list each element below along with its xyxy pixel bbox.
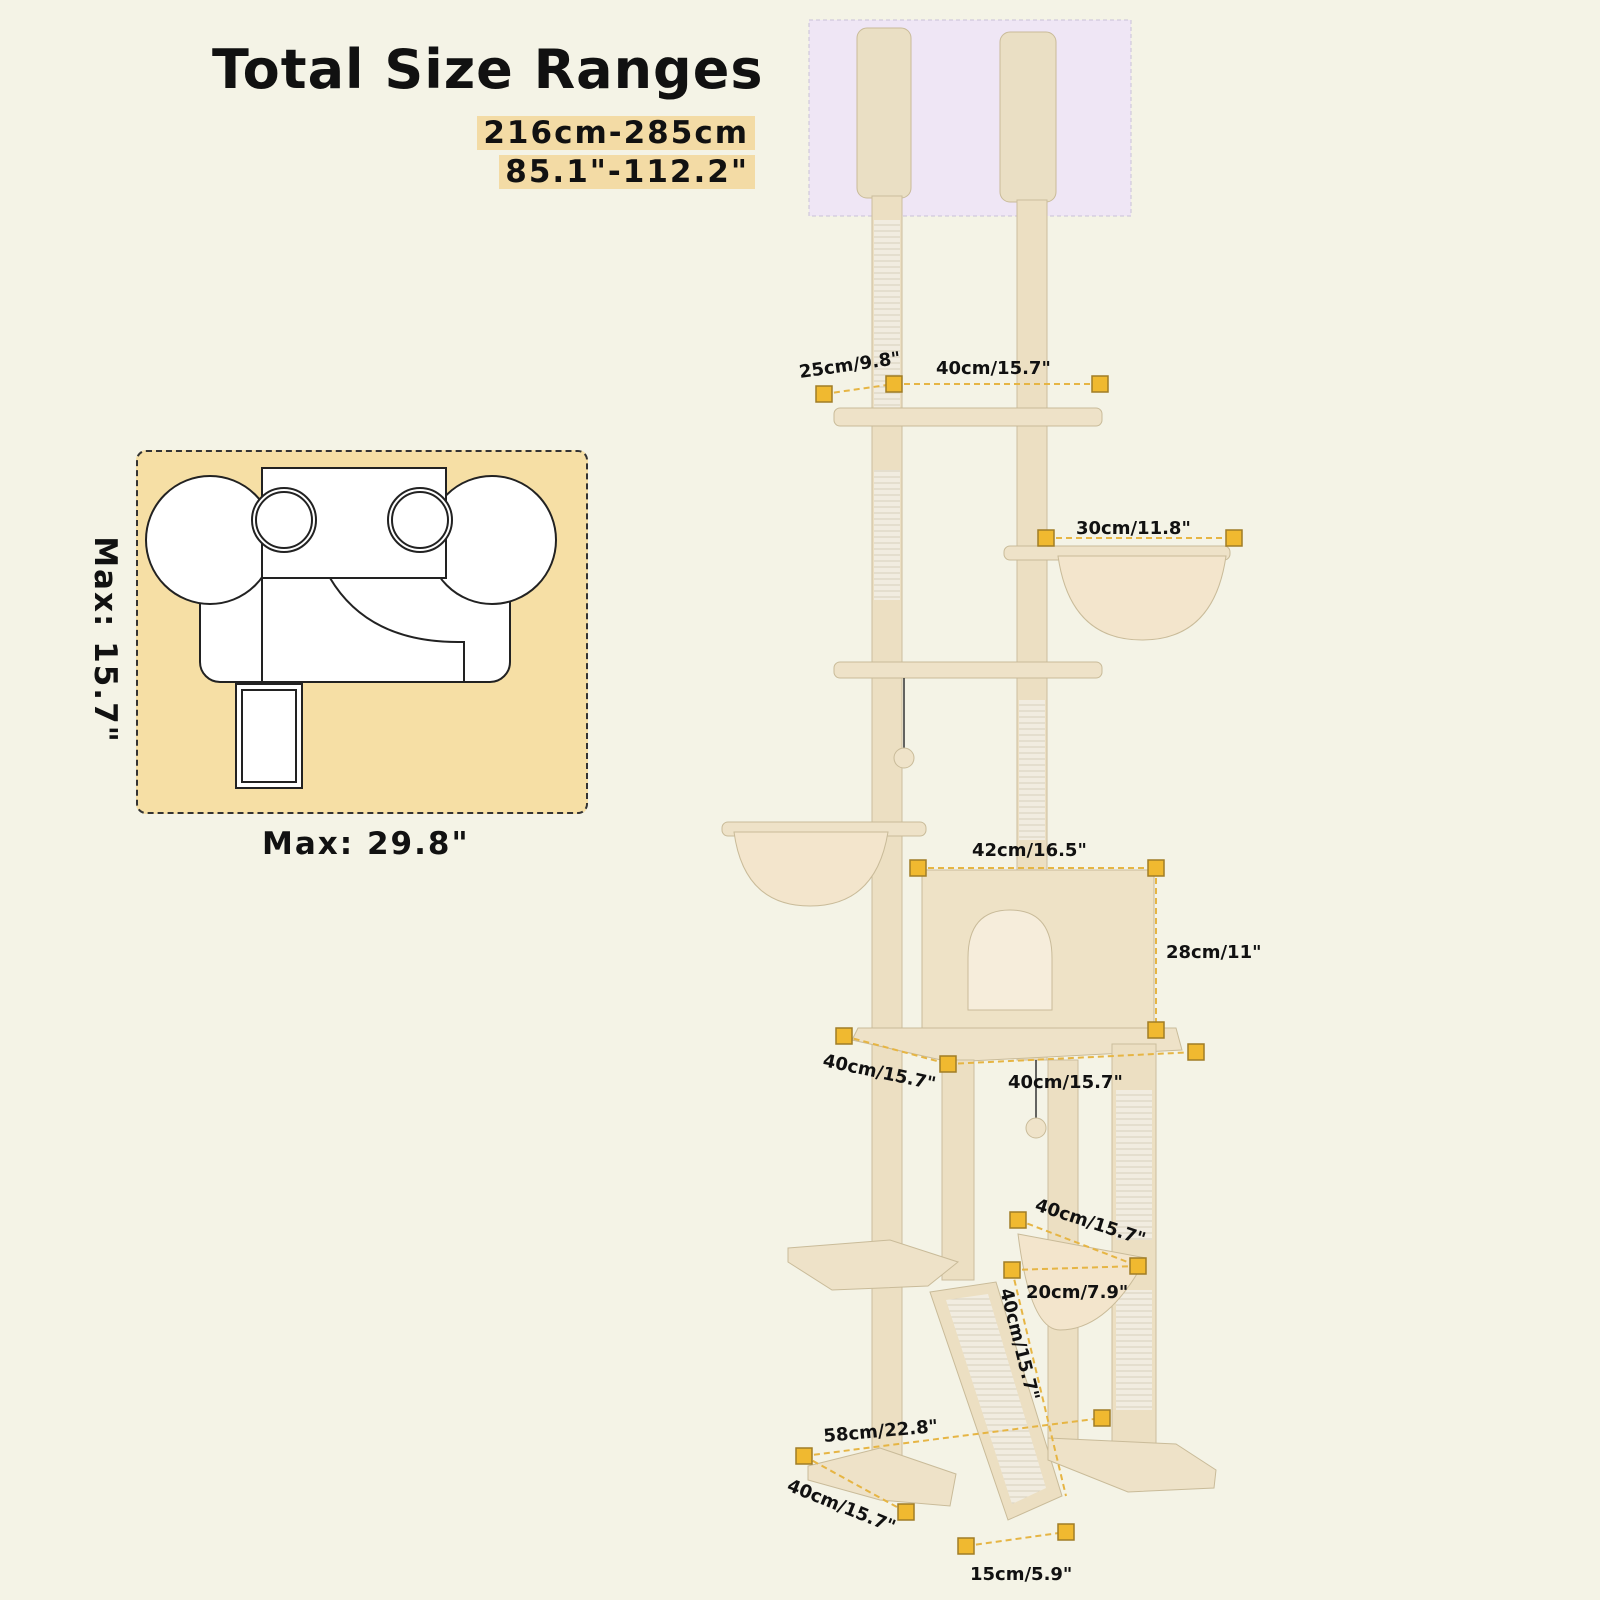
- sisal-wrap: [1116, 1090, 1152, 1240]
- footprint-width-label: Max: 29.8": [262, 826, 470, 862]
- sisal-wrap: [1019, 700, 1045, 840]
- condo-base-width-label: 40cm/15.7": [1008, 1072, 1123, 1093]
- right-ceiling-cap: [999, 31, 1057, 203]
- lower-step-platform: [787, 1239, 960, 1291]
- footprint-top-view: [145, 467, 557, 789]
- hammock-width-label: 20cm/7.9": [1026, 1282, 1128, 1303]
- post-left-shape: [251, 487, 317, 553]
- upper-basket: [1057, 555, 1227, 641]
- left-ceiling-cap: [856, 27, 912, 199]
- post-right-shape: [387, 487, 453, 553]
- left-base: [807, 1447, 957, 1507]
- sisal-wrap: [874, 470, 900, 600]
- lower-basket: [733, 831, 889, 907]
- platform-outline: [261, 577, 465, 682]
- middle-perch: [833, 661, 1103, 679]
- right-base: [1047, 1437, 1217, 1493]
- ramp-shape: [235, 683, 303, 789]
- condo-base-platform: [851, 1027, 1183, 1063]
- dangling-ball-toy: [893, 747, 915, 769]
- footprint-diagram: [136, 450, 588, 814]
- page-title: Total Size Ranges: [212, 38, 764, 101]
- dangling-ball-toy: [1025, 1117, 1047, 1139]
- dimension-markers: [795, 375, 1243, 1555]
- condo-width-label: 42cm/16.5": [972, 840, 1087, 861]
- size-range-cm: 216cm-285cm: [477, 116, 755, 150]
- size-range-inches: 85.1"-112.2": [499, 155, 755, 189]
- top-perch: [833, 407, 1103, 427]
- lower-post: [941, 1059, 975, 1281]
- hammock: [1017, 1233, 1147, 1331]
- top-perch-width-label: 40cm/15.7": [936, 358, 1051, 379]
- upper-basket-width-label: 30cm/11.8": [1076, 518, 1191, 539]
- ramp-width-label: 15cm/5.9": [970, 1564, 1072, 1585]
- condo-height-label: 28cm/11": [1166, 942, 1261, 963]
- sisal-wrap: [1116, 1290, 1152, 1410]
- dimension-lines: [803, 383, 1234, 1547]
- condo-entrance: [967, 909, 1053, 1011]
